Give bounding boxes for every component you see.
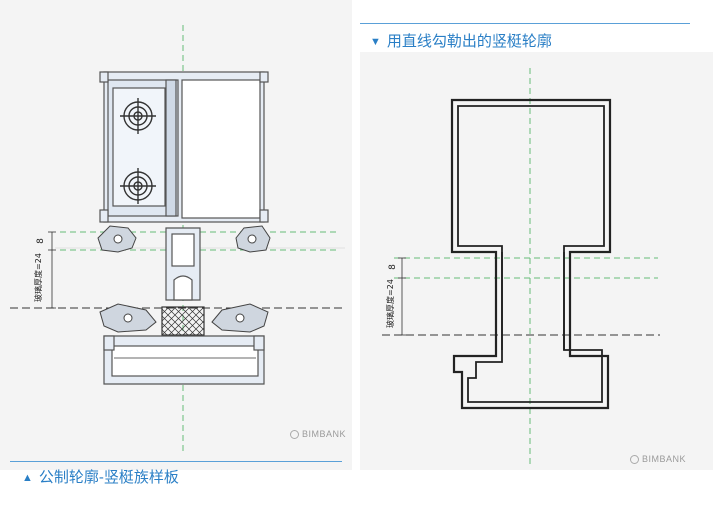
watermark-logo-icon: [630, 455, 639, 464]
mullion-outer-outline: [450, 98, 612, 410]
right-caption-rule: [360, 23, 690, 24]
left-caption: ▲ 公制轮廓-竖梃族样板: [22, 466, 179, 487]
left-caption-text: 公制轮廓-竖梃族样板: [38, 469, 179, 486]
triangle-up-icon: ▲: [22, 472, 33, 484]
right-diagram-panel: 8 玻璃厚度=24 BIMBANK: [360, 52, 713, 470]
gasket-top-left: [97, 225, 137, 253]
triangle-down-icon: ▼: [370, 36, 381, 48]
mullion-inner-outline: [457, 105, 605, 403]
upper-frame-profile: [99, 71, 269, 223]
mullion-template-drawing: [10, 25, 345, 452]
watermark-logo-icon: [290, 430, 299, 439]
dimension-glass-thickness-label: 玻璃厚度=24: [385, 279, 395, 328]
mullion-web: [165, 227, 201, 301]
right-caption: ▼ 用直线勾勒出的竖梃轮廓: [370, 30, 552, 51]
thermal-break-insulator: [161, 306, 205, 336]
gasket-bottom-right: [211, 303, 269, 333]
watermark-left: BIMBANK: [290, 429, 346, 439]
bolt-lower: [120, 168, 156, 204]
watermark-right: BIMBANK: [630, 454, 686, 464]
gasket-bottom-left: [99, 303, 157, 333]
dimension-top-label: 8: [387, 264, 398, 270]
bolt-upper: [120, 98, 156, 134]
mullion-outline-drawing: [382, 68, 660, 466]
right-caption-text: 用直线勾勒出的竖梃轮廓: [386, 33, 552, 50]
dimension-glass-thickness-label: 玻璃厚度=24: [33, 253, 43, 302]
dimension-top-label: 8: [35, 238, 46, 244]
left-caption-rule: [10, 461, 342, 462]
left-diagram-panel: 8 玻璃厚度=24 BIMBANK: [0, 0, 352, 470]
gasket-top-right: [235, 225, 271, 253]
pressure-plate-profile: [103, 335, 265, 385]
